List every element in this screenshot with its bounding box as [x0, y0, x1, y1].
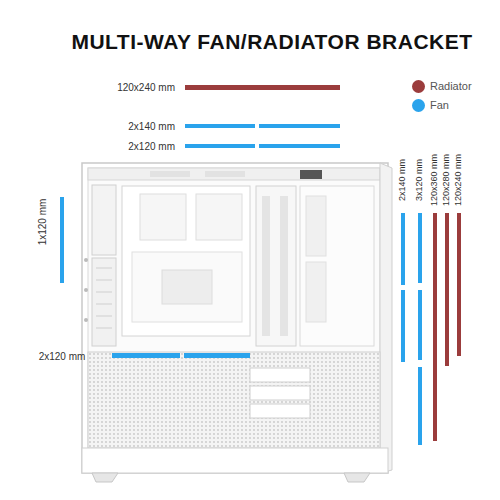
- title: MULTI-WAY FAN/RADIATOR BRACKET: [71, 30, 472, 53]
- dimension-label: 120x360 mm: [430, 154, 440, 206]
- legend-text: Radiator: [430, 80, 472, 92]
- dimension-label: 120x280 mm: [442, 154, 452, 206]
- dimension-label: 2x140 mm: [128, 121, 175, 132]
- legend-swatch: [412, 99, 425, 112]
- legend-swatch: [412, 80, 425, 93]
- legend-text: Fan: [430, 99, 449, 111]
- dimension-label: 2x140 mm: [398, 159, 408, 201]
- dimension-label: 2x120 mm: [39, 351, 86, 362]
- dimension-label: 1x120 mm: [37, 199, 48, 246]
- dimension-label: 120x240 mm: [454, 154, 464, 206]
- dimension-label: 2x120 mm: [128, 141, 175, 152]
- dimension-label: 120x240 mm: [117, 82, 175, 93]
- dimension-label: 3x120 mm: [415, 159, 425, 201]
